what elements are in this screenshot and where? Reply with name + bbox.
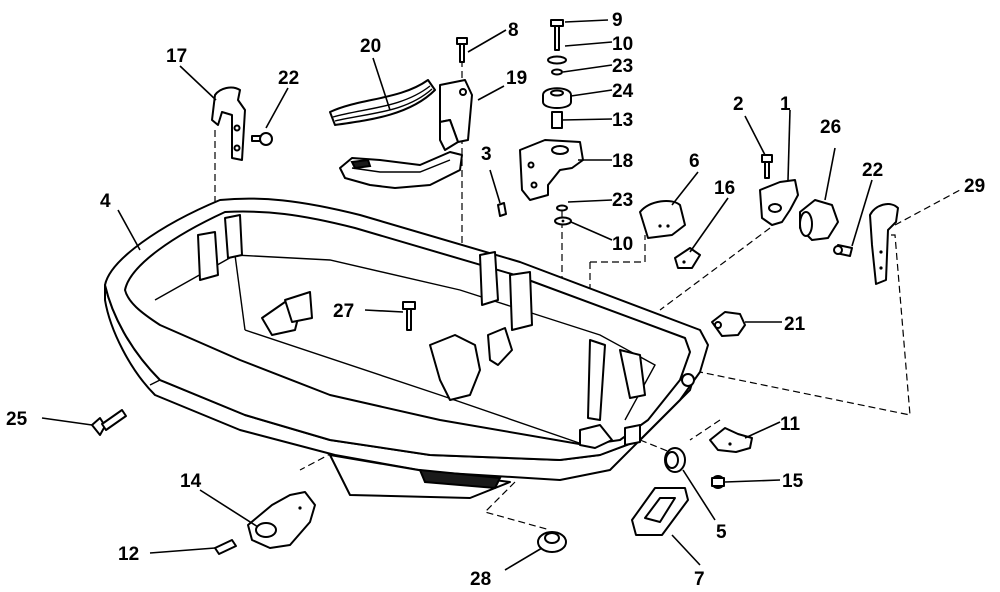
bracket-part-29: [869, 203, 899, 285]
grommet-part-7: [631, 487, 689, 536]
screw-part-27: [402, 301, 416, 331]
callout-6: 6: [689, 151, 700, 172]
callout-labels: 1 2 3 4 5 6 7 8 9 10 10 11 12 13 14 15 1…: [6, 10, 985, 590]
mount-bracket-part-18: [519, 139, 584, 201]
support-part-19: [439, 79, 473, 151]
callout-5: 5: [716, 522, 727, 543]
pin-part-3: [497, 202, 507, 217]
callout-16: 16: [714, 178, 735, 199]
callout-4: 4: [100, 191, 111, 212]
washer-part-23-bottom: [556, 204, 568, 212]
callout-15: 15: [782, 471, 804, 492]
seal-strip-part-20: [329, 79, 436, 126]
mount-stack: [542, 19, 572, 129]
callout-23-bottom: 23: [612, 190, 633, 211]
washer-part-23-top: [551, 68, 563, 76]
grommet-part-24: [542, 87, 572, 109]
callout-3: 3: [481, 144, 492, 165]
callout-20: 20: [360, 36, 381, 57]
screw-part-22-left: [251, 132, 273, 146]
callout-21: 21: [784, 314, 806, 335]
callout-22-right: 22: [862, 160, 883, 181]
callout-18: 18: [612, 151, 633, 172]
callout-27: 27: [333, 301, 354, 322]
callout-8: 8: [508, 20, 519, 41]
screw-part-2: [761, 154, 773, 179]
callout-2: 2: [733, 94, 744, 115]
screw-part-12: [214, 539, 237, 555]
washer-part-10-bottom: [554, 216, 572, 226]
callout-25: 25: [6, 409, 28, 430]
callout-22-left: 22: [278, 68, 299, 89]
callout-29: 29: [964, 176, 985, 197]
callout-10-top: 10: [612, 34, 633, 55]
bracket-part-14: [247, 491, 316, 549]
bracket-part-17: [211, 86, 246, 161]
washer-part-10-top: [547, 55, 567, 65]
latch-part-1: [759, 179, 799, 226]
plug-part-5: [664, 447, 686, 473]
screw-part-22-right: [833, 244, 853, 257]
bolt-part-9-shank: [554, 25, 560, 51]
cap-part-6: [639, 199, 686, 239]
callout-9: 9: [612, 10, 623, 31]
callout-7: 7: [694, 569, 705, 590]
clip-part-16: [674, 247, 701, 269]
fitting-part-21: [711, 311, 746, 337]
callout-11: 11: [780, 414, 801, 435]
callout-17: 17: [166, 46, 187, 67]
callout-12: 12: [118, 544, 139, 565]
screw-part-15: [711, 475, 725, 489]
callout-19: 19: [506, 68, 527, 89]
rubber-channel: [339, 151, 463, 189]
knob-part-26: [799, 199, 839, 241]
callout-24: 24: [612, 81, 634, 102]
callout-26: 26: [820, 117, 841, 138]
leader-lines: [41, 19, 873, 571]
grommet-part-28: [537, 531, 567, 553]
callout-1: 1: [780, 94, 791, 115]
callout-10-bottom: 10: [612, 234, 633, 255]
callout-28: 28: [470, 569, 491, 590]
screw-part-8: [456, 37, 468, 63]
screw-part-25: [91, 409, 127, 436]
clip-part-11: [709, 427, 753, 453]
callout-13: 13: [612, 110, 633, 131]
callout-23-top: 23: [612, 56, 633, 77]
sleeve-part-13: [551, 111, 563, 129]
callout-14: 14: [180, 471, 202, 492]
